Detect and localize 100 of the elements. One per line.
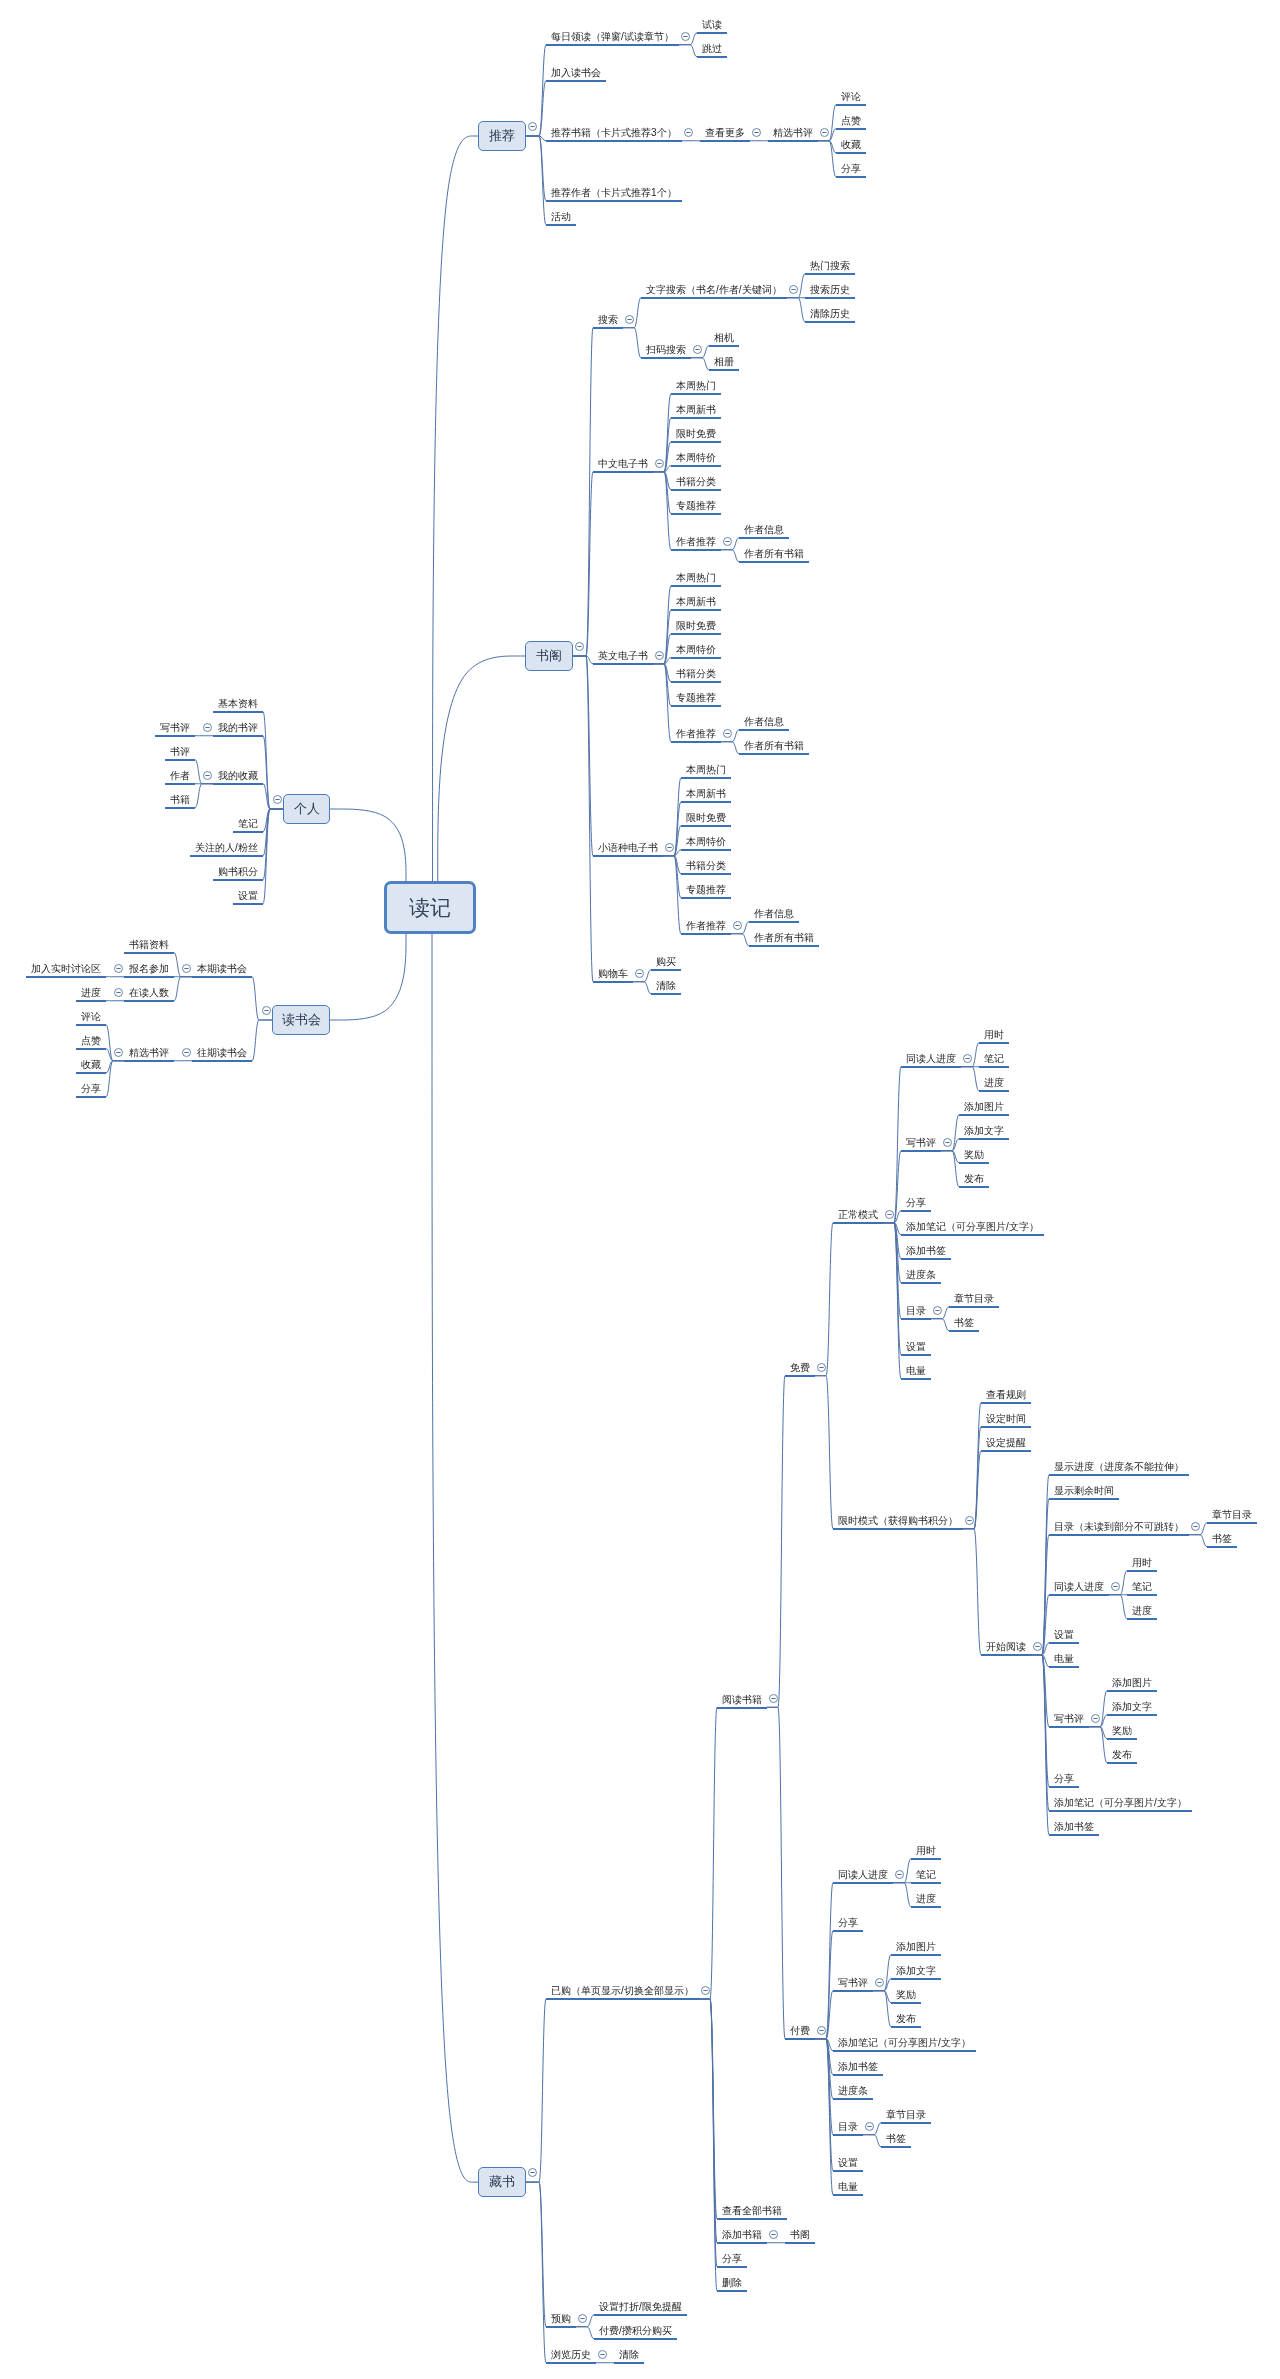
topic-label: 显示剩余时间 <box>1049 1484 1119 1500</box>
topic-label: 专题推荐 <box>671 691 721 707</box>
topic-label: 分享 <box>833 1916 863 1932</box>
branch-connector <box>892 1882 912 1908</box>
topic-label: 电量 <box>901 1364 931 1380</box>
topic-label: 点赞 <box>76 1034 106 1050</box>
topic-label: 同读人进度 <box>901 1052 961 1068</box>
topic-label: 分享 <box>1049 1772 1079 1788</box>
topic-label: 写书评 <box>833 1976 873 1992</box>
topic-label: 往期读书会 <box>192 1046 252 1062</box>
topic-label: 预购 <box>546 2312 576 2328</box>
topic-label: 章节目录 <box>949 1292 999 1308</box>
topic-label: 进度 <box>911 1892 941 1908</box>
topic-label: 关注的人/粉丝 <box>190 841 263 857</box>
branch-connector <box>105 1000 125 1002</box>
topic-label: 每日领读（弹窗/试读章节） <box>546 30 679 46</box>
topic-label: 设置 <box>833 2156 863 2172</box>
branch-connector <box>814 1375 834 1530</box>
topic-label: 作者所有书籍 <box>749 931 819 947</box>
topic-label: 付费 <box>785 2024 815 2040</box>
topic-label: 本期读书会 <box>192 962 252 978</box>
topic-label: 查看规则 <box>981 1388 1031 1404</box>
topic-label: 添加笔记（可分享图片/文字） <box>901 1220 1044 1236</box>
main-topic-box: 藏书 <box>478 2167 526 2198</box>
topic-label: 购物车 <box>593 967 633 983</box>
branch-connector <box>862 2134 882 2148</box>
topic-label: 开始阅读 <box>981 1640 1031 1656</box>
topic-label: 写书评 <box>155 721 195 737</box>
branch-connector <box>105 976 125 978</box>
topic-label: 奖励 <box>959 1148 989 1164</box>
topic-label: 英文电子书 <box>593 649 653 665</box>
topic-label: 作者推荐 <box>681 919 731 935</box>
topic-label: 分享 <box>836 162 866 178</box>
topic-label: 分享 <box>901 1196 931 1212</box>
topic-label: 目录 <box>901 1304 931 1320</box>
branch-connector <box>720 741 740 755</box>
topic-label: 作者所有书籍 <box>739 739 809 755</box>
topic-label: 本周特价 <box>671 643 721 659</box>
topic-label: 章节目录 <box>1207 1508 1257 1524</box>
topic-label: 作者信息 <box>739 523 789 539</box>
topic-label: 添加书签 <box>833 2060 883 2076</box>
topic-label: 付费/攒积分购买 <box>594 2324 677 2340</box>
branch-connector <box>749 140 769 142</box>
topic-label: 正常模式 <box>833 1208 883 1224</box>
topic-label: 奖励 <box>1107 1724 1137 1740</box>
branch-connector <box>595 2362 615 2364</box>
branch-connector <box>1188 1534 1208 1548</box>
topic-label: 限时免费 <box>671 619 721 635</box>
topic-label: 作者 <box>165 769 195 785</box>
topic-label: 收藏 <box>836 138 866 154</box>
branch-connector <box>817 140 837 178</box>
topic-label: 加入实时讨论区 <box>26 962 106 978</box>
topic-label: 已购（单页显示/切换全部显示） <box>546 1984 699 2001</box>
branch-connector <box>720 549 740 563</box>
topic-label: 点赞 <box>836 114 866 130</box>
topic-label: 热门搜索 <box>805 259 855 275</box>
topic-label: 分享 <box>717 2252 747 2268</box>
branch-connector <box>962 1528 982 1656</box>
topic-label: 写书评 <box>901 1136 941 1152</box>
topic-label: 进度 <box>76 986 106 1002</box>
topic-label: 本周新书 <box>671 595 721 611</box>
topic-label: 添加文字 <box>1107 1700 1157 1716</box>
topic-label: 本周新书 <box>671 403 721 419</box>
topic-label: 推荐书籍（卡片式推荐3个） <box>546 126 682 142</box>
topic-label: 本周新书 <box>681 787 731 803</box>
topic-label: 作者所有书籍 <box>739 547 809 563</box>
topic-label: 书籍分类 <box>681 859 731 875</box>
topic-label: 同读人进度 <box>1049 1580 1109 1596</box>
topic-label: 查看全部书籍 <box>717 2204 787 2220</box>
main-topic-box: 个人 <box>283 794 330 824</box>
topic-label: 写书评 <box>1049 1712 1089 1728</box>
branch-connector <box>766 2242 786 2244</box>
branch-connector <box>678 44 698 58</box>
topic-label: 书签 <box>1207 1532 1237 1548</box>
branch-connector <box>173 1060 193 1062</box>
topic-label: 限时免费 <box>671 427 721 443</box>
branch-connector <box>432 135 479 882</box>
topic-label: 用时 <box>911 1844 941 1860</box>
topic-label: 书籍资料 <box>124 938 174 954</box>
branch-connector <box>437 655 526 882</box>
topic-label: 我的收藏 <box>213 769 263 785</box>
branch-connector <box>930 1318 950 1332</box>
topic-label: 搜索历史 <box>805 283 855 299</box>
topic-label: 作者推荐 <box>671 727 721 743</box>
central-topic-box: 读记 <box>384 881 476 934</box>
branch-connector <box>1108 1594 1128 1620</box>
branch-connector <box>632 981 652 995</box>
topic-label: 本周热门 <box>681 763 731 779</box>
branch-connector <box>730 933 750 947</box>
topic-label: 加入读书会 <box>546 66 606 82</box>
topic-label: 购书积分 <box>213 865 263 881</box>
topic-label: 我的书评 <box>213 721 263 737</box>
topic-label: 书签 <box>949 1316 979 1332</box>
topic-label: 相机 <box>709 331 739 347</box>
branch-connector <box>575 2326 595 2340</box>
topic-label: 文字搜索（书名/作者/关键词） <box>641 283 787 299</box>
topic-label: 本周热门 <box>671 379 721 395</box>
topic-label: 笔记 <box>233 817 263 833</box>
topic-label: 限时免费 <box>681 811 731 827</box>
branch-connector <box>194 735 214 737</box>
